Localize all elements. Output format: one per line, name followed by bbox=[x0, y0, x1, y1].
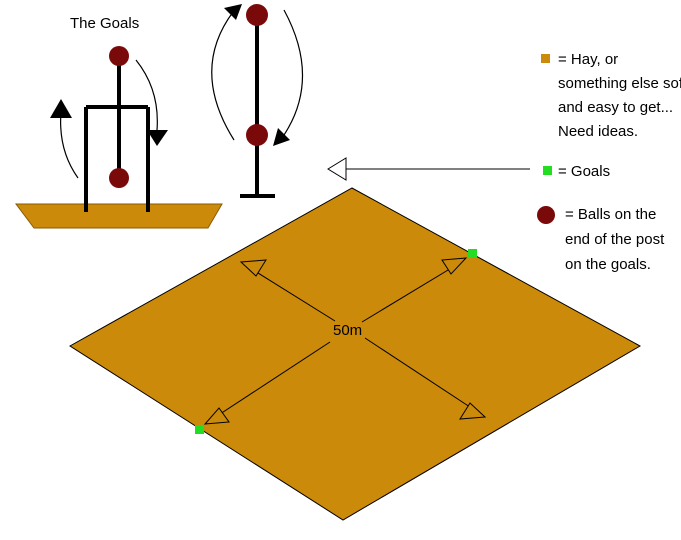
arrowhead-up-left-icon bbox=[239, 259, 267, 277]
hay-legend-line-2: something else soft bbox=[558, 75, 681, 92]
field-size-label: 50m bbox=[333, 322, 362, 339]
hay-legend-line-4: Need ideas. bbox=[558, 123, 638, 140]
arrowhead-down-left-icon bbox=[203, 407, 230, 425]
arrowhead-down-right-icon bbox=[459, 402, 487, 420]
hay-platform bbox=[15, 203, 223, 229]
ball-right-top bbox=[246, 4, 268, 26]
left-goal-arrow-up-icon bbox=[50, 99, 72, 118]
hay-legend-line-1: = Hay, or bbox=[558, 51, 618, 68]
goal-marker-top-right bbox=[468, 249, 477, 258]
legend: = Hay, or something else soft and easy t… bbox=[537, 51, 681, 273]
balls-legend-line-3: on the goals. bbox=[565, 256, 651, 273]
balls-legend-swatch bbox=[537, 206, 555, 224]
dimension-arrows bbox=[203, 257, 487, 425]
hay-legend-swatch bbox=[541, 54, 550, 63]
balls-legend-line-1: = Balls on the bbox=[565, 206, 656, 223]
right-goal-arrow-down-curve bbox=[281, 9, 304, 139]
left-goal-arrow-down-icon bbox=[147, 130, 168, 146]
ball-left-bottom bbox=[109, 168, 129, 188]
diagram-title: The Goals bbox=[70, 15, 139, 32]
ball-left-top bbox=[109, 46, 129, 66]
left-goal bbox=[84, 58, 150, 212]
ball-right-middle bbox=[246, 124, 268, 146]
goals-legend-swatch bbox=[543, 166, 552, 175]
right-goal-arrow-up-curve bbox=[211, 11, 235, 141]
left-goal-arrow-up-curve bbox=[60, 111, 79, 179]
field bbox=[69, 187, 642, 521]
arrowhead-up-right-icon bbox=[441, 257, 468, 275]
balls-legend-line-2: end of the post bbox=[565, 231, 665, 248]
goals-legend-label: = Goals bbox=[558, 163, 610, 180]
pointer-arrowhead-icon bbox=[327, 157, 347, 181]
goal-marker-bottom-left bbox=[195, 425, 204, 434]
right-goal bbox=[240, 18, 275, 198]
left-goal-arrow-down-curve bbox=[135, 59, 158, 131]
hay-legend-line-3: and easy to get... bbox=[558, 99, 673, 116]
right-goal-arrow-up-icon bbox=[224, 4, 242, 20]
right-goal-arrow-down-icon bbox=[273, 128, 290, 146]
